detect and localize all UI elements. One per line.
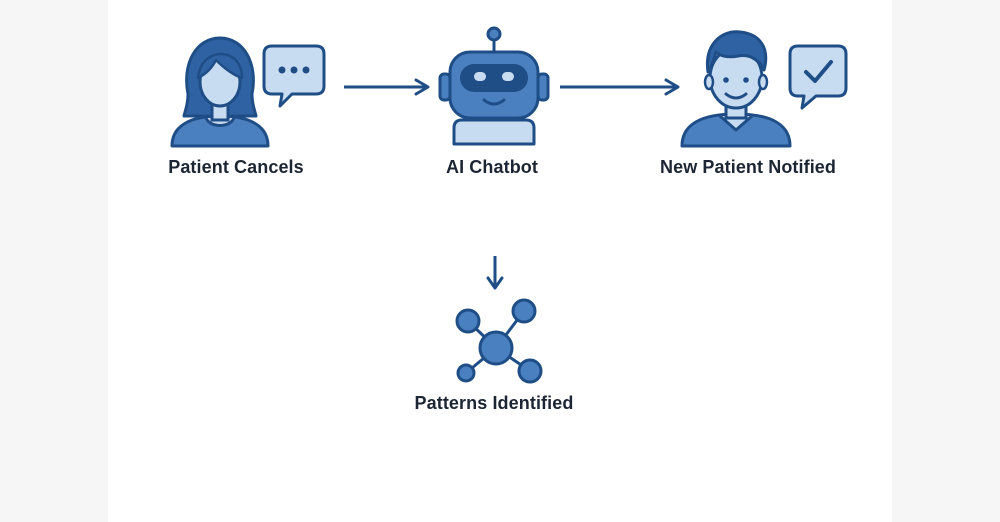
- edge-chatbot-to-new-patient: [560, 78, 680, 96]
- edge-chatbot-to-patterns: [486, 256, 504, 290]
- edge-patient-to-chatbot: [344, 78, 430, 96]
- node-label-patient: Patient Cancels: [168, 157, 304, 177]
- node-label-chatbot: AI Chatbot: [446, 157, 538, 177]
- man-with-check-bubble-icon: [680, 30, 848, 148]
- network-nodes-icon: [455, 298, 543, 384]
- node-label-new-patient: New Patient Notified: [659, 157, 837, 177]
- node-label-patterns: Patterns Identified: [414, 393, 574, 413]
- robot-icon: [438, 26, 550, 146]
- woman-with-speech-bubble-icon: [170, 36, 326, 148]
